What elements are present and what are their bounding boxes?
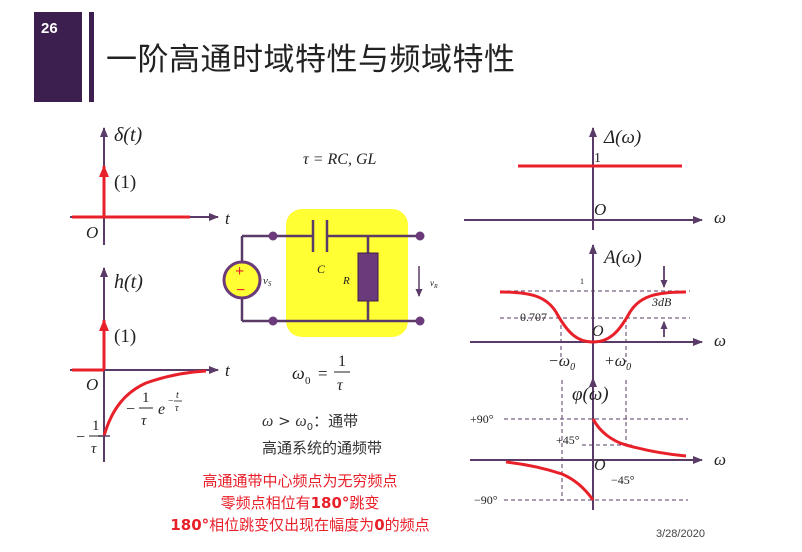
axis-label-y: Δ(ω) bbox=[603, 127, 641, 148]
decay-curve bbox=[102, 369, 207, 437]
terminal-node bbox=[268, 231, 278, 241]
impulse-response-plot: h(t) t O (1) − 1 τ e − t τ − 1 τ bbox=[70, 267, 231, 462]
svg-text:=: = bbox=[318, 364, 328, 383]
capacitor-label: C bbox=[317, 262, 326, 276]
plus90-label: +90° bbox=[470, 412, 494, 426]
highlight-box bbox=[286, 209, 408, 337]
svg-text:τ: τ bbox=[337, 377, 344, 394]
voltage-source bbox=[222, 260, 262, 300]
resistor-label: R bbox=[342, 275, 350, 287]
impulse-input-plot: δ(t) t O (1) bbox=[70, 124, 231, 245]
svg-text:1: 1 bbox=[338, 353, 346, 370]
delay-plot: Δ(ω) ω O 1 bbox=[464, 127, 726, 230]
axis-label-y: A(ω) bbox=[602, 247, 642, 268]
terminal-node bbox=[415, 231, 425, 241]
passband-condition: ω > ω0：通带 bbox=[262, 412, 359, 433]
svg-text:e: e bbox=[158, 401, 165, 418]
origin-label: O bbox=[594, 457, 606, 474]
plus45-label: +45° bbox=[556, 433, 580, 447]
slide-number: 26 bbox=[41, 20, 58, 37]
unity-label: 1 bbox=[580, 277, 584, 286]
axis-label-x: t bbox=[225, 361, 231, 380]
svg-text:τ: τ bbox=[91, 441, 97, 457]
origin-label: O bbox=[594, 200, 606, 219]
axis-label-y: h(t) bbox=[114, 271, 143, 293]
minus90-label: −90° bbox=[474, 493, 498, 507]
page-title: 一阶高通时域特性与频域特性 bbox=[106, 42, 516, 78]
axis-label-x: ω bbox=[714, 450, 726, 469]
passband-description: 高通系统的通频带 bbox=[262, 439, 383, 457]
minus-w0-label: −ω0 bbox=[548, 353, 575, 373]
level-label: 1 bbox=[594, 151, 601, 166]
svg-text:τ: τ bbox=[175, 403, 179, 414]
plus-w0-label: +ω0 bbox=[604, 353, 631, 373]
origin-label: O bbox=[86, 223, 98, 242]
origin-label: O bbox=[592, 323, 604, 340]
svg-text:0: 0 bbox=[305, 375, 311, 387]
svg-text:1: 1 bbox=[92, 418, 100, 434]
note-line-2: 零频点相位有180°跳变 bbox=[220, 494, 380, 512]
note-line-1: 高通通带中心频点为无穷频点 bbox=[202, 472, 398, 490]
phase-curve-positive bbox=[591, 418, 687, 458]
impulse-strength: (1) bbox=[114, 326, 136, 347]
axis-label-y: δ(t) bbox=[114, 124, 143, 146]
impulse-strength: (1) bbox=[114, 172, 136, 193]
rc-circuit: τ = RC, GL C R + − vS vR ω 0 bbox=[222, 151, 438, 394]
minus45-label: −45° bbox=[611, 473, 635, 487]
svg-text:ω: ω bbox=[292, 363, 305, 383]
passband-note: ω > ω0：通带 高通系统的通频带 bbox=[262, 411, 382, 458]
phase-plot: φ(ω) ω O +90° +45° −45° −90° bbox=[470, 377, 726, 510]
slide-number-box bbox=[34, 12, 82, 102]
terminal-node bbox=[268, 316, 278, 326]
axis-label-x: ω bbox=[714, 208, 726, 227]
svg-text:−: − bbox=[76, 429, 85, 446]
terminal-node bbox=[415, 316, 425, 326]
title-accent-bar bbox=[89, 12, 94, 102]
cutoff-formula: ω 0 = 1 τ bbox=[292, 353, 350, 394]
svg-text:1: 1 bbox=[142, 390, 150, 406]
axis-label-x: ω bbox=[714, 331, 726, 350]
svg-text:−: − bbox=[126, 401, 135, 418]
svg-text:t: t bbox=[176, 390, 179, 401]
source-label: vS bbox=[263, 275, 272, 288]
note-line-3: 180°相位跳变仅出现在幅度为0的频点 bbox=[170, 516, 430, 534]
svg-text:−: − bbox=[168, 396, 174, 407]
slide-date: 3/28/2020 bbox=[656, 528, 705, 540]
phase-curve-negative bbox=[505, 460, 595, 501]
magnitude-curve bbox=[499, 290, 687, 344]
svg-text:τ: τ bbox=[141, 413, 147, 429]
source-plus: + bbox=[235, 263, 244, 280]
magnitude-plot: A(ω) ω O 1 0.707 3dB −ω0 +ω0 bbox=[470, 244, 726, 382]
db-label: 3dB bbox=[651, 295, 672, 309]
origin-label: O bbox=[86, 375, 98, 394]
tau-formula: τ = RC, GL bbox=[303, 151, 377, 168]
source-minus: − bbox=[236, 282, 245, 299]
axis-label-y: φ(ω) bbox=[572, 384, 609, 405]
axis-label-x: t bbox=[225, 209, 231, 228]
half-power-label: 0.707 bbox=[520, 310, 547, 324]
resistor bbox=[357, 252, 379, 302]
output-label: vR bbox=[430, 278, 438, 290]
min-value-label: − 1 τ bbox=[76, 418, 102, 457]
decay-expression: − 1 τ e − t τ bbox=[126, 390, 182, 429]
highpass-notes: 高通通带中心频点为无穷频点 零频点相位有180°跳变 180°相位跳变仅出现在幅… bbox=[140, 470, 460, 536]
